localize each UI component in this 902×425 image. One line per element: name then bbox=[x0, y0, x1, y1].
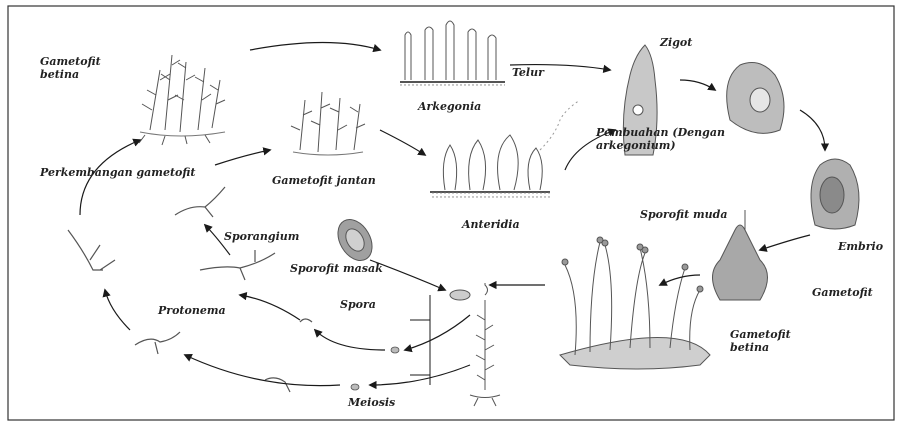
meiosis-bracket bbox=[410, 295, 430, 385]
male-gametophyte-illustration bbox=[291, 92, 365, 155]
arrow-to-archegonia bbox=[250, 43, 380, 51]
antheridia-illustration bbox=[430, 100, 580, 198]
young-sporophyte-illustration bbox=[713, 210, 768, 300]
label-gametofit-jantan: Gametofit jantan bbox=[272, 174, 376, 187]
mature-sporophyte-colony-illustration bbox=[560, 237, 710, 369]
label-arkegonia: Arkegonia bbox=[418, 100, 481, 113]
archegonia-illustration bbox=[400, 21, 505, 88]
label-sporangium: Sporangium bbox=[224, 230, 299, 243]
embryo-stage-1-illustration bbox=[727, 63, 784, 134]
arrow-to-embryo-1 bbox=[680, 80, 715, 90]
label-sporofit-muda: Sporofit muda bbox=[640, 208, 727, 221]
label-sporofit-masak: Sporofit masak bbox=[290, 262, 383, 275]
female-gametophyte-illustration bbox=[139, 55, 225, 145]
gametophyte-development-illustration bbox=[68, 187, 312, 392]
arrow-protonema-up bbox=[105, 290, 130, 330]
label-spora: Spora bbox=[340, 298, 376, 311]
arrow-to-embryo-2 bbox=[800, 110, 825, 150]
label-meiosis: Meiosis bbox=[348, 396, 395, 409]
arrow-spore-to-protonema bbox=[315, 330, 385, 350]
label-gametofit-betina-top: Gametofit betina bbox=[40, 55, 101, 81]
label-gametofit-right: Gametofit bbox=[812, 286, 873, 299]
label-telur: Telur bbox=[512, 66, 544, 79]
label-zigot: Zigot bbox=[660, 36, 692, 49]
label-pembuahan: Pembuahan (Dengan arkegonium) bbox=[596, 126, 725, 152]
arrow-meiosis-to-protonema bbox=[185, 355, 340, 386]
label-anteridia: Anteridia bbox=[462, 218, 520, 231]
arrow-to-young-sporophyte bbox=[760, 235, 810, 250]
label-perkembangan-gametofit: Perkembangan gametofit bbox=[40, 166, 195, 179]
sporophyte-on-gametophyte-illustration bbox=[450, 283, 500, 406]
arrow-to-sporangium-plant bbox=[240, 295, 300, 320]
label-protonema: Protonema bbox=[158, 304, 226, 317]
arrow-male-to-antheridia bbox=[380, 130, 425, 155]
label-gametofit-betina-bottom: Gametofit betina bbox=[730, 328, 791, 354]
mature-sporangium-illustration bbox=[331, 213, 379, 266]
arrow-to-male bbox=[215, 150, 270, 165]
embryo-stage-2-illustration bbox=[811, 159, 859, 229]
label-embrio: Embrio bbox=[838, 240, 883, 253]
